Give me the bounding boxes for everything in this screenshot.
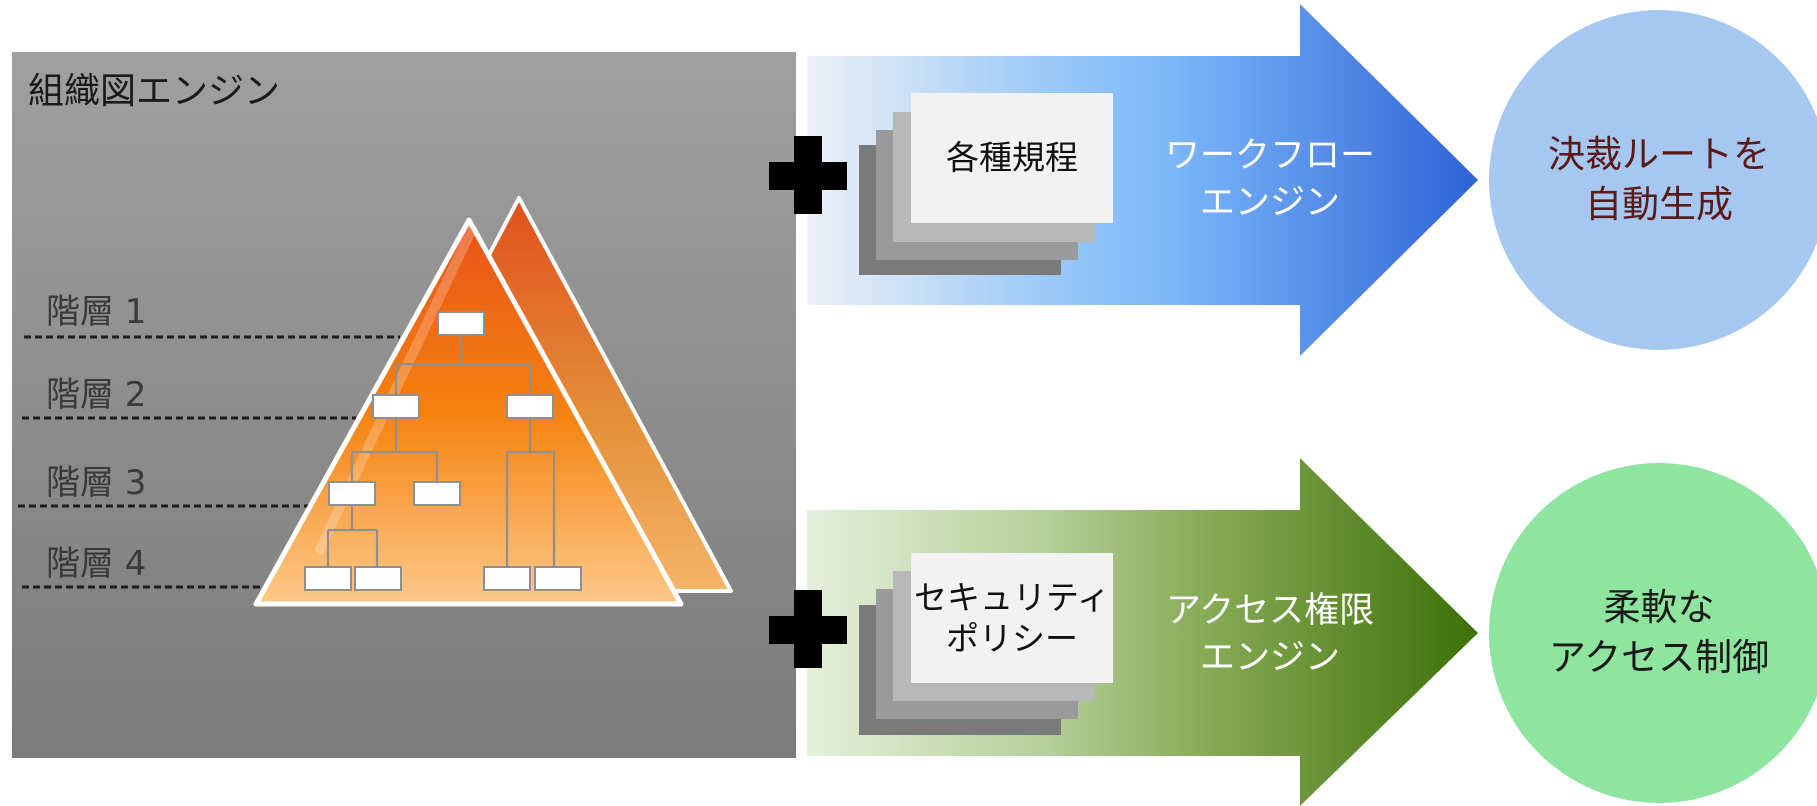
level-label-3: 階層 3: [46, 463, 147, 503]
org-box-l4-c: [483, 566, 531, 591]
level-label-1: 階層 1: [46, 292, 147, 332]
plus-icon-top: [769, 136, 847, 214]
org-chart-boxes: [304, 311, 582, 591]
result-label-access: 柔軟な アクセス制御: [1548, 586, 1770, 679]
plus-icon-bottom: [769, 590, 847, 668]
org-chart-connectors: [326, 335, 556, 567]
level-label-4: 階層 4: [46, 544, 147, 584]
org-box-root: [437, 311, 485, 336]
org-box-l4-b: [354, 566, 402, 591]
result-circle-access: [1489, 463, 1817, 803]
level-label-2: 階層 2: [46, 375, 147, 415]
org-box-l4-a: [304, 566, 352, 591]
org-box-l3-b: [413, 481, 461, 506]
org-box-l4-d: [534, 566, 582, 591]
workflow-engine-label: ワークフロー エンジン: [1164, 135, 1375, 223]
card-label-policy: セキュリティ ポリシー: [913, 577, 1111, 658]
card-label-rules: 各種規程: [946, 138, 1078, 178]
document-stack-policy: [859, 553, 1113, 735]
pyramid-front: [253, 217, 684, 607]
org-engine-title: 組織図エンジン: [28, 71, 281, 112]
org-box-l2-right: [506, 394, 554, 419]
result-label-route: 決裁ルートを 自動生成: [1548, 133, 1770, 226]
org-box-l3-a: [328, 481, 376, 506]
document-stack-rules: [859, 93, 1113, 275]
access-engine-label: アクセス権限 エンジン: [1165, 590, 1375, 678]
result-circle-route: [1489, 10, 1817, 350]
org-box-l2-left: [372, 394, 420, 419]
